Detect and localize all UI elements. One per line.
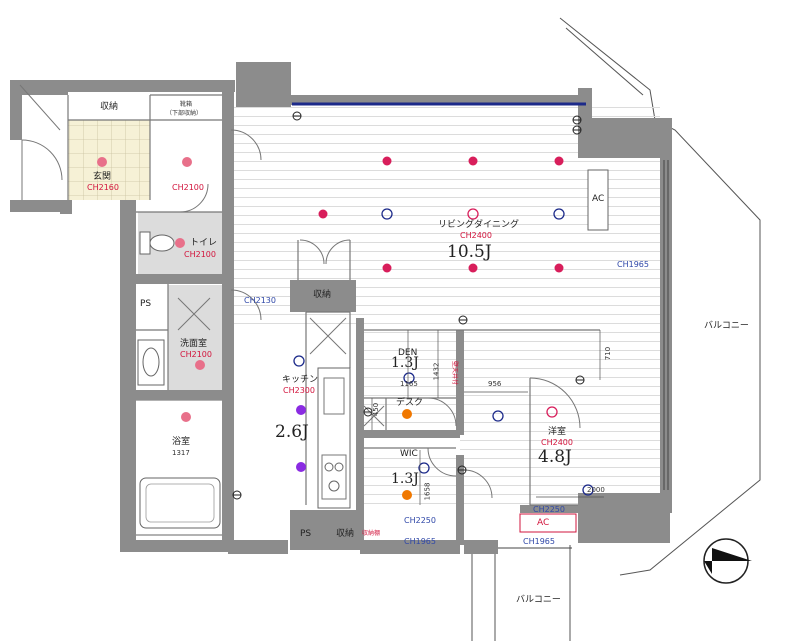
wic-dim: 1658 <box>423 482 432 501</box>
light-red <box>382 263 392 273</box>
den-label: DEN <box>398 348 418 358</box>
light-orange <box>402 409 412 419</box>
dim-710: 710 <box>604 346 613 361</box>
downlight <box>582 484 594 496</box>
ac-top-label: AC <box>592 194 605 204</box>
ac-bottom-label: AC <box>537 518 550 528</box>
light-pink <box>182 157 192 167</box>
downlight <box>492 410 504 422</box>
wic-label: WIC <box>400 449 418 459</box>
entrance-floor <box>68 120 150 200</box>
dimension-lines <box>371 330 604 505</box>
ch2250-b: CH2250 <box>533 505 565 514</box>
downlight <box>418 462 430 474</box>
wic-floor <box>360 450 460 510</box>
kitchen-label: キッチン <box>282 375 319 385</box>
kitchen-size: 2.6J <box>275 422 309 442</box>
washroom-ch: CH2100 <box>180 350 212 359</box>
light-red <box>468 263 478 273</box>
desk-label: デスク <box>396 398 424 408</box>
downlight <box>381 208 393 220</box>
washroom-floor <box>168 285 230 390</box>
windows <box>498 160 669 549</box>
western-label: 洋室 <box>548 427 567 437</box>
balcony-outline <box>471 17 761 641</box>
ch1965-a: CH1965 <box>404 537 436 546</box>
corridor-ch: CH2130 <box>244 296 276 305</box>
kitchen-ch: CH2300 <box>283 386 315 395</box>
wic-size: 1.3J <box>391 471 419 487</box>
ac-unit-top <box>587 169 609 231</box>
light-red <box>554 156 564 166</box>
pendant-light <box>546 406 558 418</box>
toilet-label: トイレ <box>190 238 218 248</box>
balcony-bottom-label: バルコニー <box>516 595 561 605</box>
bathroom-label: 浴室 <box>172 437 191 447</box>
washroom-label: 洗面室 <box>180 339 208 349</box>
bathroom-dim: 1317 <box>172 449 190 457</box>
entrance-label: 玄関 <box>93 172 112 182</box>
living-ch: CH2400 <box>460 231 492 240</box>
kitchen-counter <box>317 367 351 509</box>
downlight <box>403 372 415 384</box>
light-orange <box>402 490 412 500</box>
ps-bottom-label: PS <box>300 529 312 539</box>
light-red <box>382 156 392 166</box>
den-note: 壁天井付 <box>451 360 459 386</box>
ch1965-b: CH1965 <box>523 537 555 546</box>
north-arrow-icon <box>703 538 752 584</box>
bottom-note: 収納棚 <box>362 530 381 537</box>
toilet-ch: CH2100 <box>184 250 216 259</box>
toilet-fixture <box>139 231 175 255</box>
dim-2000: 2000 <box>587 486 605 494</box>
downlight <box>553 208 565 220</box>
den-width: 1165 <box>400 380 418 388</box>
storage-mid-label: 収納 <box>313 290 332 300</box>
downlight <box>293 355 305 367</box>
light-red <box>468 156 478 166</box>
storage-bottom-label: 収納 <box>336 529 355 539</box>
washbasin <box>137 339 165 386</box>
ch1965-right: CH1965 <box>617 260 649 269</box>
den-size: 1.3J <box>391 355 419 371</box>
ceiling-lights <box>97 156 594 500</box>
light-pink <box>195 360 205 370</box>
light-red <box>554 263 564 273</box>
balcony-right-label: バルコニー <box>704 321 749 331</box>
living-label: リビングダイニング <box>438 220 520 230</box>
partitions <box>67 94 600 506</box>
door-swings <box>19 84 581 499</box>
outlets <box>232 111 585 500</box>
living-size: 10.5J <box>447 242 492 262</box>
storage-top-label: 収納 <box>100 102 119 112</box>
hall-ch: CH2100 <box>172 183 204 192</box>
western-ch: CH2400 <box>541 438 573 447</box>
den-height: 1432 <box>432 362 441 381</box>
ac-unit-bottom <box>519 513 577 533</box>
light-red <box>318 209 328 219</box>
light-purple <box>296 405 306 415</box>
light-pink <box>175 238 185 248</box>
western-floor <box>460 330 660 505</box>
ps-left-label: PS <box>140 299 152 309</box>
western-size: 4.8J <box>538 447 572 467</box>
pendant-light <box>467 208 479 220</box>
shoe-closet-note: （下部収納） <box>166 110 203 117</box>
shoe-closet-label: 靴箱 <box>180 101 193 108</box>
light-purple <box>296 462 306 472</box>
walls <box>10 62 672 554</box>
dim-450: 450 <box>372 402 381 417</box>
light-pink <box>181 412 191 422</box>
dim-956: 956 <box>488 380 502 388</box>
light-pink <box>97 157 107 167</box>
entrance-ch: CH2160 <box>87 183 119 192</box>
ch2250-a: CH2250 <box>404 516 436 525</box>
